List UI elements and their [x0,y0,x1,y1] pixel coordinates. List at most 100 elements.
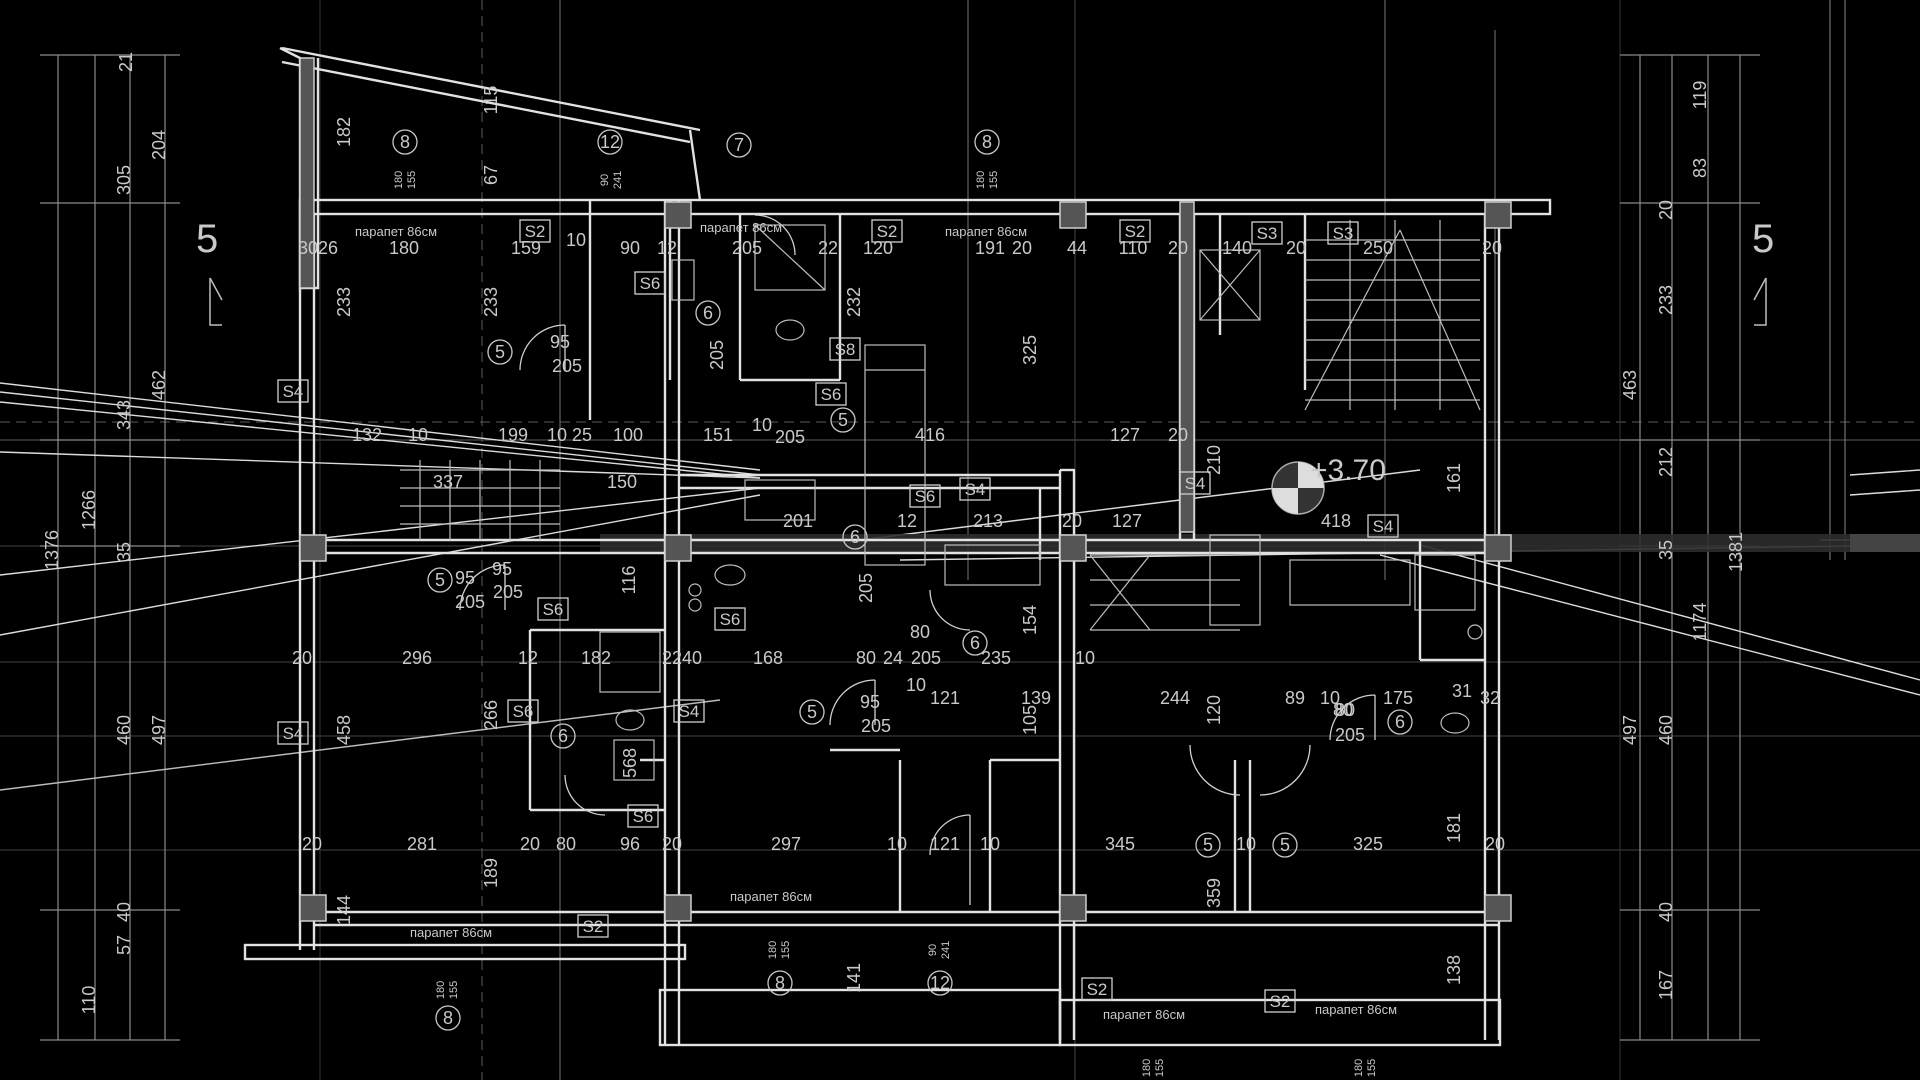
dim-text: 115 [481,86,501,115]
dim-text: 20 [1286,238,1306,258]
tag-s4: S4 [1185,474,1206,493]
grey-band-right [1850,534,1920,552]
dimension-row-2: 132 10 199 10 25 100 151 10 205 416 127 … [352,415,1188,447]
dim-text: 127 [1110,425,1140,445]
left-dim: 110 [79,986,99,1015]
dim-text: 80 [1333,700,1353,720]
dim-text: 416 [915,425,945,445]
tag-s6: S6 [720,610,741,629]
right-dim: 20 [1656,200,1676,220]
dim-text: 22 [818,238,838,258]
dim-text: 205 [493,582,523,602]
dim-text: 32 [1480,688,1500,708]
left-dim: 460 [114,715,134,745]
dim-text: 180 [1353,1059,1365,1077]
dim-text: 189 [481,858,501,888]
dim-text: 20 [520,834,540,854]
dim-text: 80 [556,834,576,854]
left-dim: 35 [114,542,134,562]
door-marker-label: 5 [495,342,505,362]
stairs [400,220,1481,631]
tag-labels: S2 S2 S2 S3 S3 S4 S6 S8 S6 S4 S4 S6 S4 S… [283,222,1394,1011]
dim-text: 180 [1141,1059,1153,1077]
tag-s3: S3 [1333,224,1354,243]
tag-s6: S6 [915,487,936,506]
left-dim: 462 [149,370,169,400]
parapet-notes: парапет 86см парапет 86см парапет 86см п… [355,220,1397,1022]
tag-s6: S6 [543,600,564,619]
right-dim: 233 [1656,285,1676,315]
tag-s6: S6 [640,274,661,293]
walls [243,46,1552,1047]
dim-text: 205 [911,648,941,668]
dim-text: 95 [455,568,475,588]
dim-text: 458 [334,715,354,745]
sanitary-fixtures [599,224,1483,781]
dim-text: 44 [1067,238,1087,258]
right-dim: 460 [1656,715,1676,745]
dim-text: 199 [498,425,528,445]
parapet-note: парапет 86см [355,224,437,239]
columns [299,57,1512,922]
dim-text: 10 [547,425,567,445]
dim-text: 20 [1062,511,1082,531]
tag-s2: S2 [877,222,898,241]
dim-text: 141 [844,963,864,993]
dim-text: 20 [1012,238,1032,258]
vertical-dimensions: 182 233 233 115 67 232 325 210 161 116 1… [334,86,1464,993]
dim-text: 155 [448,981,460,999]
dim-text: 161 [1444,463,1464,493]
door-marker-label: 6 [1395,712,1405,732]
parapet-note: парапет 86см [730,889,812,904]
dim-text: 205 [707,340,727,370]
dim-text: 25 [572,425,592,445]
tag-s6: S6 [821,385,842,404]
door-marker-label: 6 [970,633,980,653]
door-marker-label: 8 [400,132,410,152]
dim-text: 232 [844,287,864,317]
dim-text: 233 [481,287,501,317]
dim-text: 90 [599,174,611,186]
dim-text: 180 [389,238,419,258]
dim-text: 120 [1204,695,1224,725]
dim-text: 418 [1321,511,1351,531]
left-dim: 305 [114,165,134,195]
door-markers [392,129,1413,1031]
right-dim: 212 [1656,447,1676,477]
left-dim: 1266 [79,490,99,530]
dim-text: 90 [620,238,640,258]
tag-s8: S8 [835,340,856,359]
dim-text: 95 [492,559,512,579]
dim-text: 80 [1335,700,1355,720]
left-dim: 204 [149,130,169,160]
dim-text: 180 [767,941,779,959]
left-dim: 343 [114,400,134,430]
dim-text: 151 [703,425,733,445]
dim-text: 3026 [298,238,338,258]
left-dimensions: 21 305 204 462 343 1266 1376 35 460 497 … [42,52,169,1014]
door-marker-label: 6 [703,303,713,323]
dim-text: 205 [552,356,582,376]
dim-text: 132 [352,425,382,445]
dim-text: 337 [433,472,463,492]
section-marker-left: 5 [196,217,218,261]
dim-text: 95 [550,332,570,352]
dim-text: 20 [302,834,322,854]
dim-text: 121 [930,688,960,708]
dim-text: 139 [1021,688,1051,708]
tag-s4: S4 [283,382,304,401]
dim-text: 31 [1452,681,1472,701]
right-dim: 119 [1690,81,1710,110]
dim-text: 10 [887,834,907,854]
dimension-row-5: 95 205 10 121 139 244 89 10 175 31 32 80… [492,559,1500,745]
dim-text: 155 [1366,1059,1378,1077]
dim-text: 155 [988,171,1000,189]
dim-text: 250 [1363,238,1393,258]
dim-text: 20 [1168,238,1188,258]
dim-text: 150 [607,472,637,492]
dim-text: 297 [771,834,801,854]
left-dim: 1376 [42,530,62,570]
tag-s2: S2 [525,222,546,241]
dim-text: 10 [980,834,1000,854]
section-markers: 5 5 [196,217,1774,326]
